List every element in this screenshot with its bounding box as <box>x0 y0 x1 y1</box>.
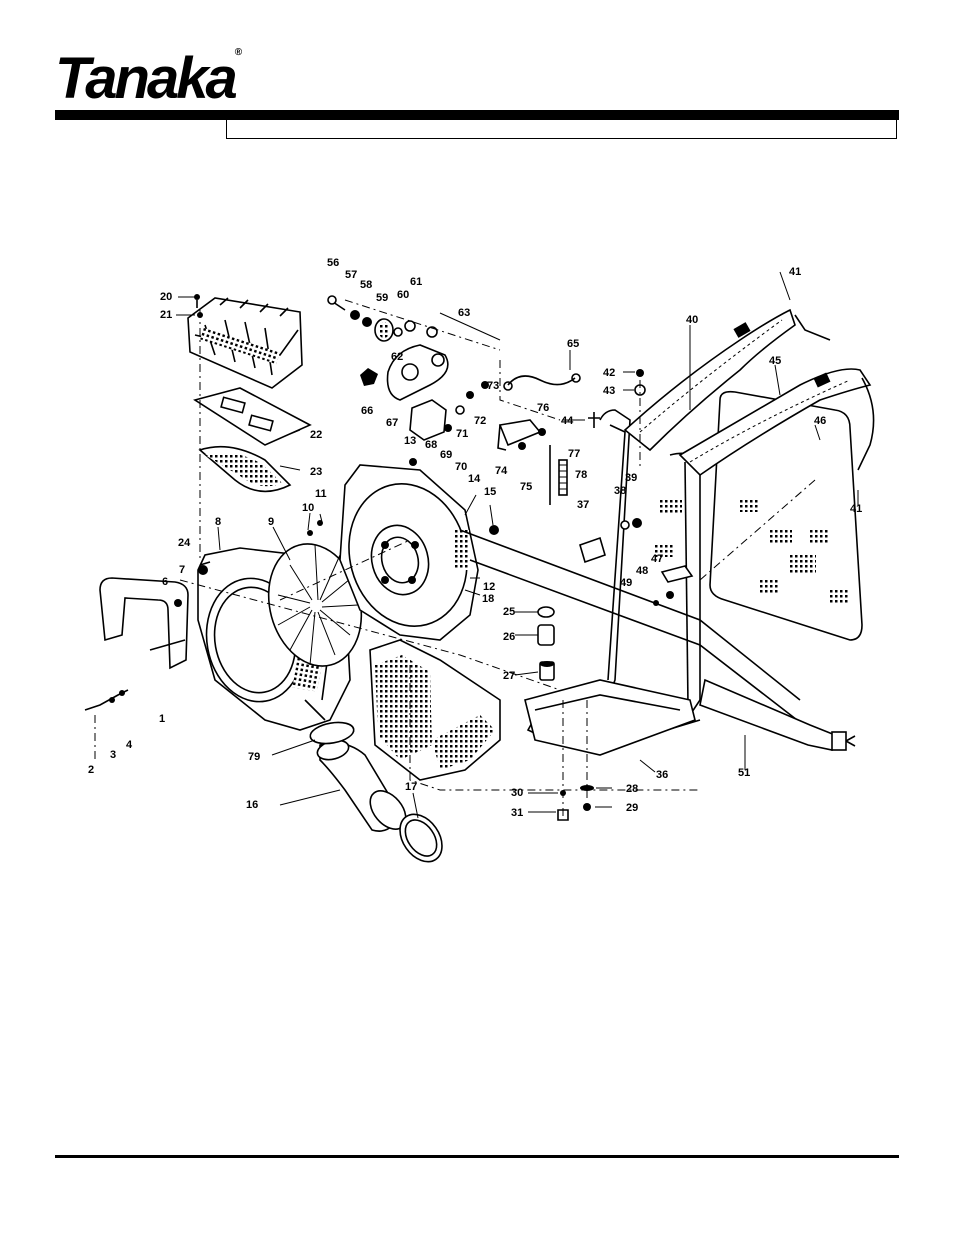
part-label-12: 12 <box>483 581 495 593</box>
part-label-41: 41 <box>789 266 801 278</box>
part-label-31: 31 <box>511 807 523 819</box>
hardware <box>84 294 694 711</box>
handle <box>99 577 189 670</box>
part-label-62: 62 <box>391 351 403 363</box>
part-label-10: 10 <box>302 502 314 514</box>
part-label-6: 6 <box>162 576 168 588</box>
engine-shroud <box>369 639 501 781</box>
part-label-28: 28 <box>626 783 638 795</box>
part-label-30: 30 <box>511 787 523 799</box>
part-label-57: 57 <box>345 269 357 281</box>
part-label-65: 65 <box>567 338 579 350</box>
part-label-42: 42 <box>603 367 615 379</box>
part-label-45: 45 <box>769 355 781 367</box>
part-label-76: 76 <box>537 402 549 414</box>
part-label-22: 22 <box>310 429 322 441</box>
part-label-72: 72 <box>474 415 486 427</box>
part-label-79: 79 <box>248 751 260 763</box>
part-label-26: 26 <box>503 631 515 643</box>
elbow-pipe <box>309 721 443 863</box>
top-parts-cluster <box>327 295 581 441</box>
part-label-24: 24 <box>178 537 191 549</box>
part-label-21: 21 <box>160 309 172 321</box>
part-label-39: 39 <box>625 472 637 484</box>
part-label-51: 51 <box>738 767 750 779</box>
footer-rule <box>55 1155 899 1158</box>
part-label-61: 61 <box>410 276 422 288</box>
part-label-36: 36 <box>656 769 668 781</box>
registered-mark: ® <box>234 47 243 58</box>
part-label-48: 48 <box>636 565 648 577</box>
part-label-71: 71 <box>456 428 468 440</box>
part-label-37: 37 <box>577 499 589 511</box>
part-label-74: 74 <box>495 465 508 477</box>
part-label-29: 29 <box>626 802 638 814</box>
part-label-18: 18 <box>482 593 494 605</box>
bracket-and-rod <box>497 419 568 505</box>
part-label-14: 14 <box>468 473 481 485</box>
part-label-1: 1 <box>159 713 165 725</box>
filter-gasket <box>193 387 312 446</box>
part-label-77: 77 <box>568 448 580 460</box>
part-label-56: 56 <box>327 257 339 269</box>
part-label-73: 73 <box>487 380 499 392</box>
back-pad <box>655 390 863 641</box>
fan-case <box>339 464 479 641</box>
part-label-41: 41 <box>850 503 862 515</box>
part-label-20: 20 <box>160 291 172 303</box>
shoulder-strap-right <box>678 314 875 477</box>
part-label-59: 59 <box>376 292 388 304</box>
part-label-2: 2 <box>88 764 94 776</box>
part-label-66: 66 <box>361 405 373 417</box>
part-label-70: 70 <box>455 461 467 473</box>
tanaka-logo: Tanaka® <box>55 47 243 108</box>
part-label-46: 46 <box>814 415 826 427</box>
part-label-15: 15 <box>484 486 496 498</box>
part-label-58: 58 <box>360 279 372 291</box>
title-box <box>226 120 897 139</box>
part-label-38: 38 <box>614 485 626 497</box>
part-label-13: 13 <box>404 435 416 447</box>
part-label-44: 44 <box>561 415 574 427</box>
part-label-25: 25 <box>503 606 515 618</box>
part-label-9: 9 <box>268 516 274 528</box>
part-label-27: 27 <box>503 670 515 682</box>
part-label-69: 69 <box>440 449 452 461</box>
part-label-3: 3 <box>110 749 116 761</box>
part-label-16: 16 <box>246 799 258 811</box>
part-label-75: 75 <box>520 481 532 493</box>
part-label-67: 67 <box>386 417 398 429</box>
filter-element <box>198 445 292 493</box>
header-rule <box>55 110 899 120</box>
vibration-mounts <box>537 606 555 681</box>
part-label-43: 43 <box>603 385 615 397</box>
part-label-40: 40 <box>686 314 698 326</box>
part-label-49: 49 <box>620 577 632 589</box>
waist-strap <box>699 678 856 751</box>
part-label-47: 47 <box>651 553 663 565</box>
leader-lines <box>176 271 859 819</box>
part-label-60: 60 <box>397 289 409 301</box>
part-label-4: 4 <box>126 739 133 751</box>
brand-name: Tanaka <box>55 46 238 111</box>
part-label-23: 23 <box>310 466 322 478</box>
part-label-17: 17 <box>405 781 417 793</box>
air-cleaner-cover <box>187 297 303 389</box>
part-label-8: 8 <box>215 516 221 528</box>
part-label-68: 68 <box>425 439 437 451</box>
part-label-78: 78 <box>575 469 587 481</box>
base-plate <box>524 679 696 756</box>
part-label-7: 7 <box>179 564 185 576</box>
part-label-11: 11 <box>315 488 327 500</box>
part-label-63: 63 <box>458 307 470 319</box>
